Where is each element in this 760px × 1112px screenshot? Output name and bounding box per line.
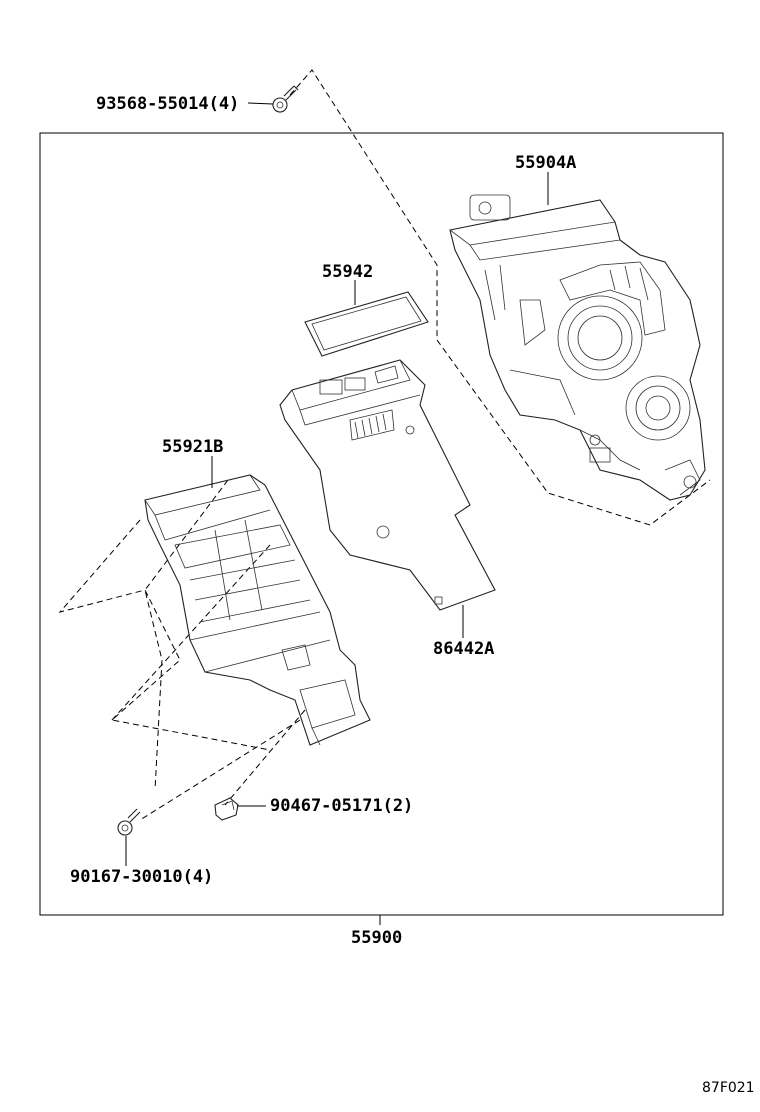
callout-assembly: 55900: [351, 928, 402, 948]
callout-panel: 55904A: [515, 153, 576, 173]
assembly-frame: [39, 132, 724, 916]
callout-clip: 90467-05171(2): [270, 796, 413, 816]
control-panel-drawing: [449, 194, 706, 501]
screw-top-leader: [247, 102, 274, 105]
diagram-code: 87F021: [702, 1080, 755, 1096]
screw-top-icon: [272, 85, 299, 113]
housing-drawing: [144, 474, 371, 746]
clip-icon: [214, 797, 239, 821]
pad-drawing: [304, 291, 429, 357]
callout-housing: 55921B: [162, 437, 223, 457]
screw-bottom-icon: [117, 808, 141, 836]
callout-board: 86442A: [433, 639, 494, 659]
callout-pad: 55942: [322, 262, 373, 282]
callout-screw-top: 93568-55014(4): [96, 94, 239, 114]
circuit-board-drawing: [279, 359, 496, 611]
callout-screw-bottom: 90167-30010(4): [70, 867, 213, 887]
alignment-lines: [58, 69, 711, 821]
